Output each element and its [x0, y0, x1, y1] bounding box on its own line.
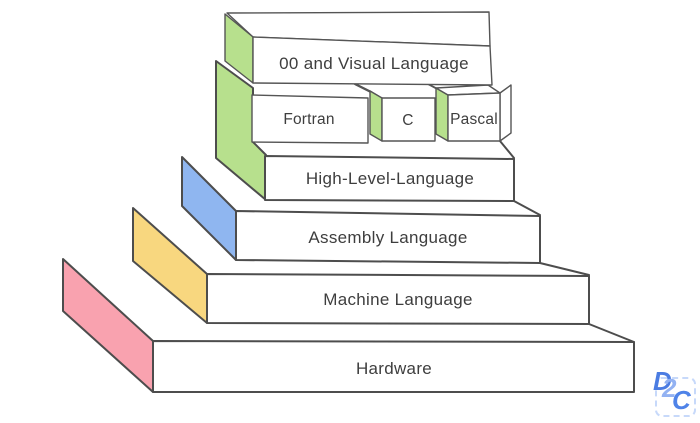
assembly-language-side-face — [181, 156, 237, 261]
d2c-letter-d: D — [653, 366, 672, 396]
machine-language-side-face — [132, 207, 208, 324]
c-label: C — [402, 112, 413, 129]
fortran-label: Fortran — [283, 111, 334, 128]
d2c-watermark-logo: D 2 C — [646, 366, 698, 420]
top-slab-front-face — [252, 36, 493, 86]
c-box-side-face — [369, 90, 383, 142]
fortran-box-front-face — [251, 94, 369, 144]
pascal-label: Pascal — [450, 111, 498, 128]
hardware-front-face — [152, 340, 635, 393]
assembly-top-right-edge — [513, 200, 541, 216]
oo-visual-language-label: 00 and Visual Language — [279, 54, 469, 73]
machine-top-right-edge — [539, 262, 590, 276]
hardware-label: Hardware — [356, 359, 432, 378]
machine-language-label: Machine Language — [323, 290, 472, 309]
pascal-box-front-face — [447, 92, 501, 142]
pascal-box-side-face — [435, 87, 449, 142]
d2c-dashed-frame — [655, 377, 696, 417]
c-box-front-face — [381, 97, 436, 142]
high-level-top-right-edge — [499, 140, 515, 159]
pascal-box-right-face — [499, 84, 512, 142]
high-level-side-face — [215, 60, 267, 201]
d2c-letter-c: C — [672, 385, 691, 415]
assembly-language-label: Assembly Language — [308, 228, 467, 247]
high-level-language-label: High-Level-Language — [306, 169, 474, 188]
d2c-letter-2: 2 — [662, 373, 677, 403]
hardware-side-face — [62, 258, 154, 393]
high-level-front-face — [264, 155, 515, 202]
hardware-top-right-edge — [588, 323, 635, 343]
